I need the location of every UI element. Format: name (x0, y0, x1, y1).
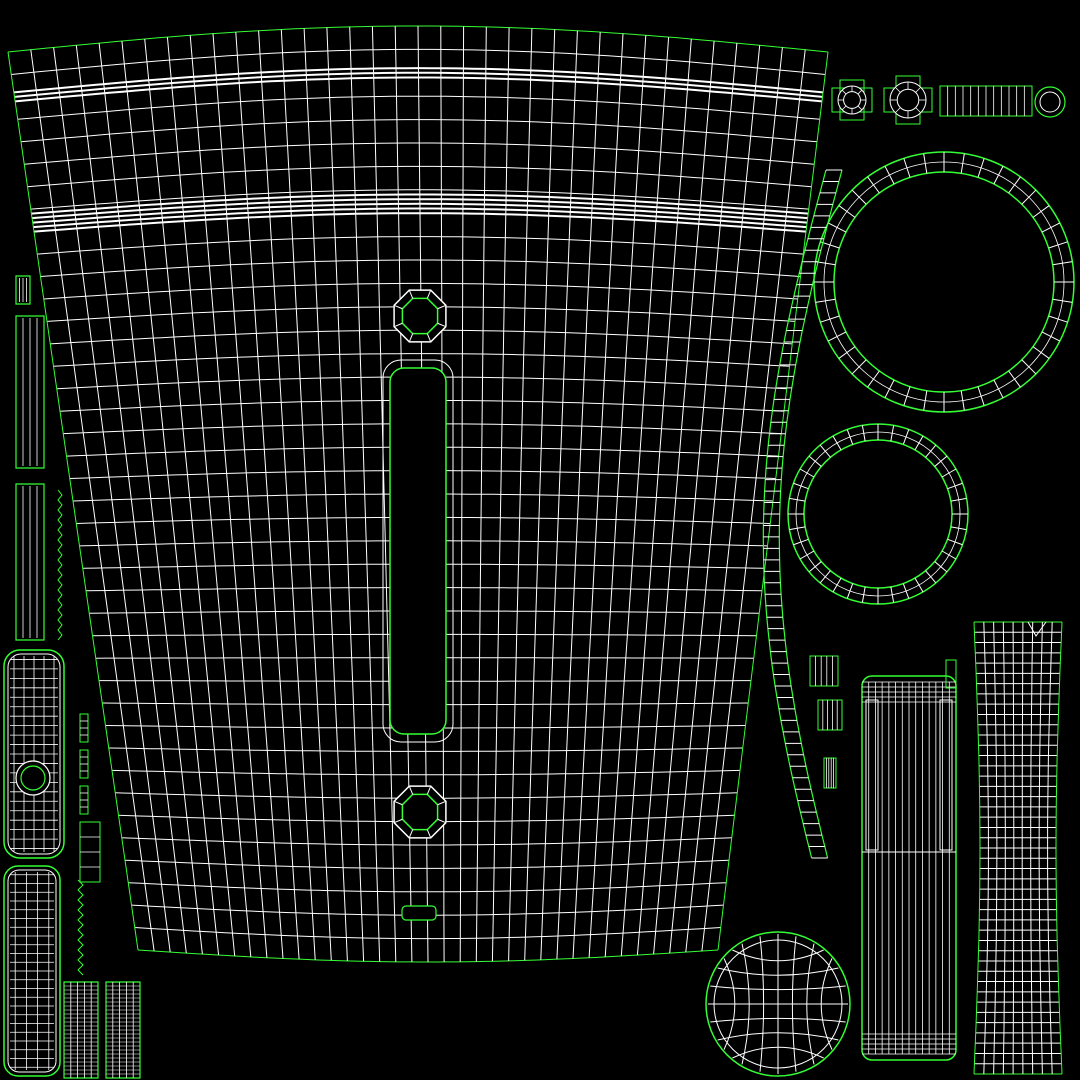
ring-islands (788, 152, 1074, 604)
top-right-bolt-islands (832, 76, 1065, 124)
disc-island (706, 932, 850, 1076)
tall-band-island (973, 622, 1063, 1074)
bottom-small-grids (64, 982, 140, 1078)
left-side-islands (4, 276, 100, 1076)
arc-strip-island (762, 170, 843, 858)
cylinder-island (810, 656, 956, 1060)
panel-holes (383, 289, 453, 920)
